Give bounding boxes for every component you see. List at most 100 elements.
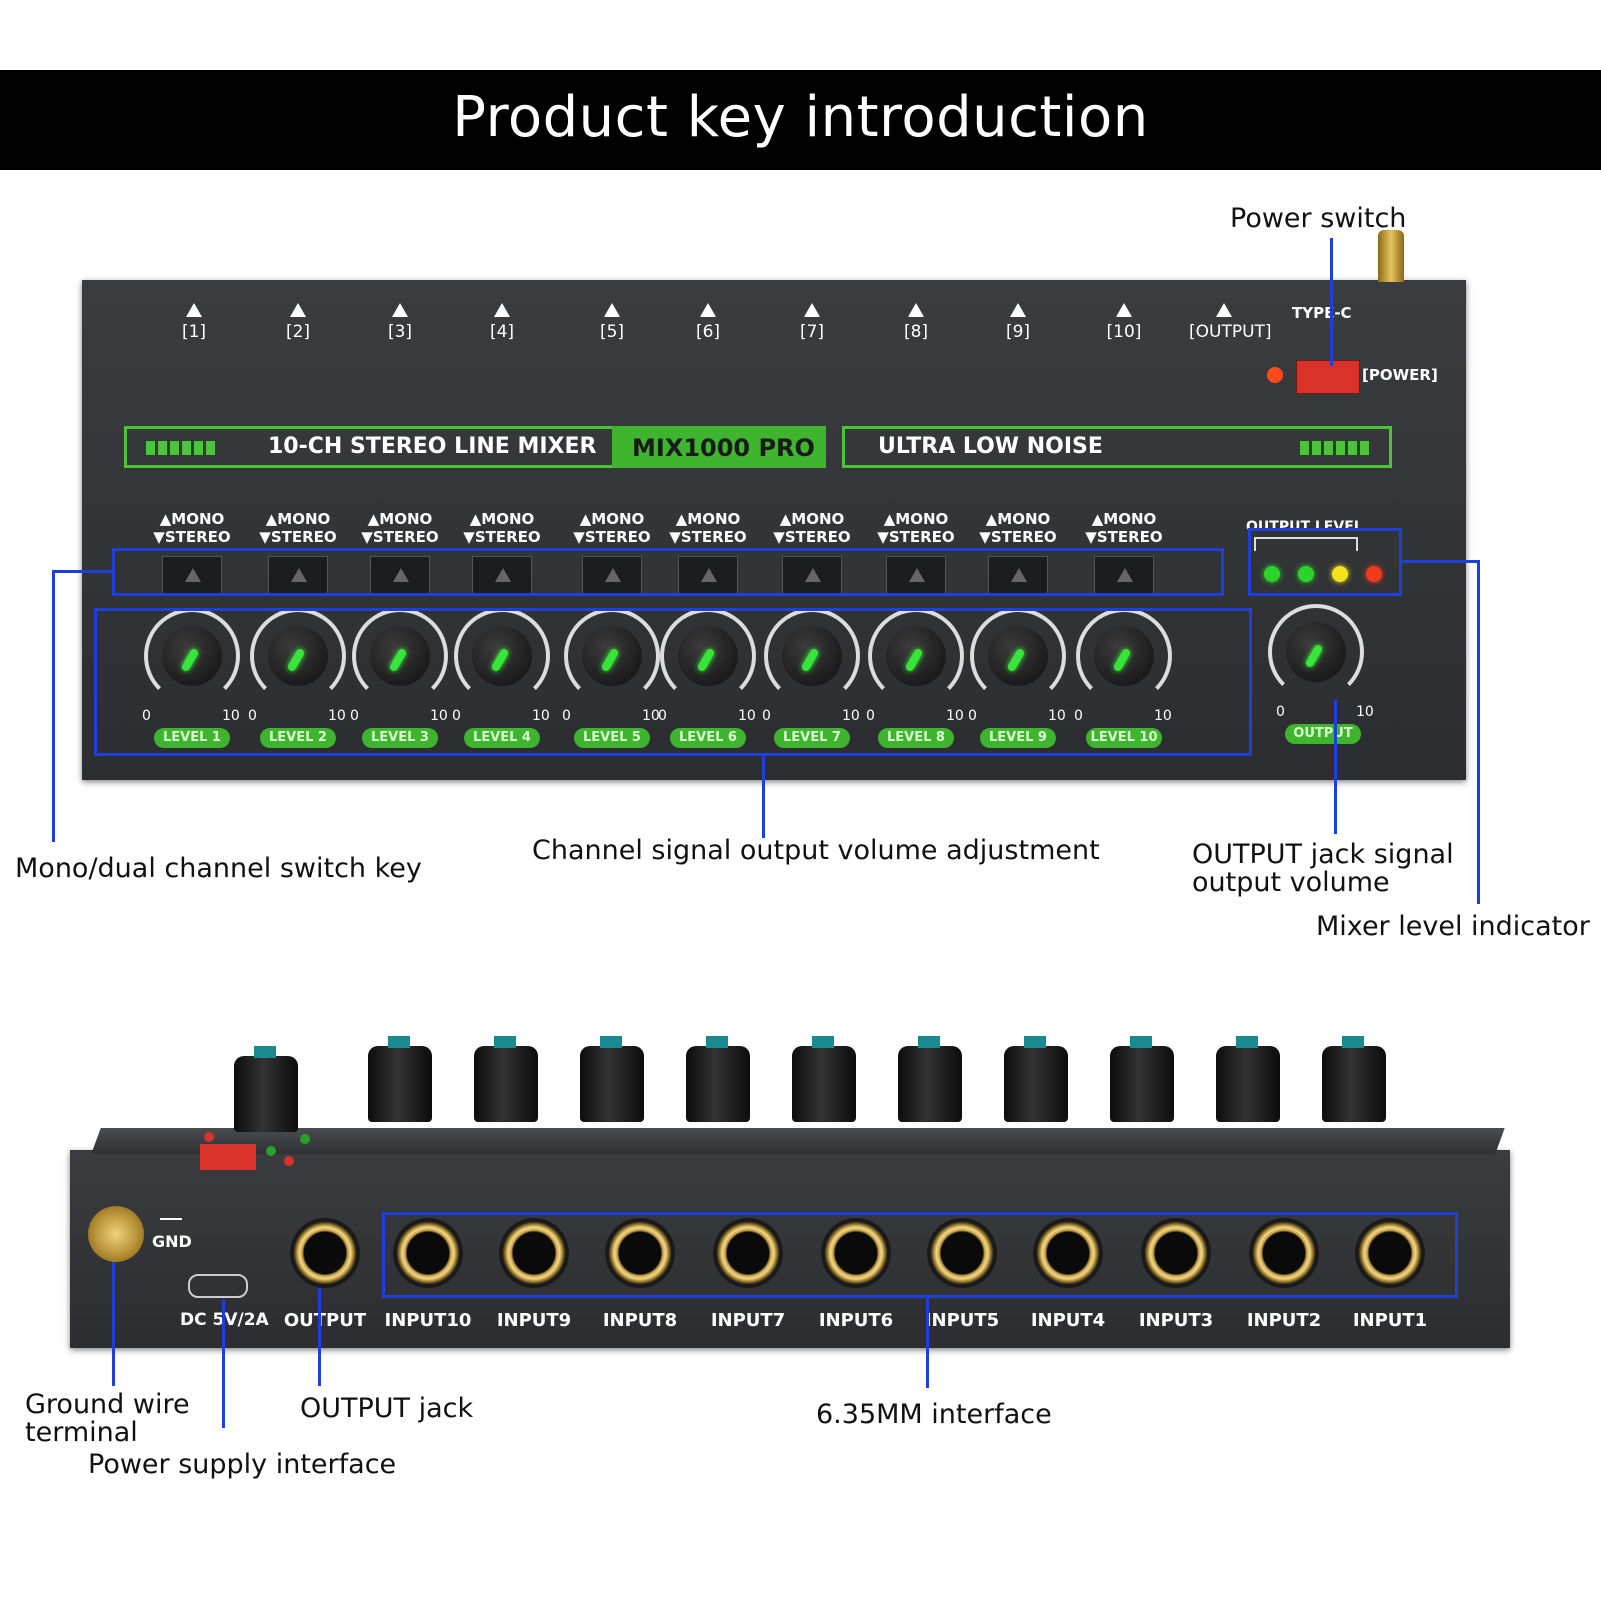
mono-stereo-button[interactable] — [162, 556, 222, 594]
output-jack[interactable] — [290, 1218, 360, 1288]
knob-tip-icon — [918, 1036, 940, 1048]
stereo-label: ▼STEREO — [361, 528, 439, 546]
triangle-icon — [291, 568, 307, 582]
output-volume-knob[interactable] — [1268, 604, 1364, 700]
level-label: LEVEL 5 — [574, 728, 650, 748]
level-label: LEVEL 8 — [878, 728, 954, 748]
up-arrow-icon — [290, 303, 306, 317]
power-label: [POWER] — [1362, 366, 1438, 384]
rear-knob[interactable] — [368, 1036, 432, 1122]
level-label: LEVEL 7 — [774, 728, 850, 748]
triangle-icon — [185, 568, 201, 582]
mono-stereo-button[interactable] — [1094, 556, 1154, 594]
mono-label: ▲MONO — [1091, 510, 1157, 528]
mono-label: ▲MONO — [779, 510, 845, 528]
channel-volume-knob[interactable] — [764, 608, 860, 704]
rear-knob[interactable] — [580, 1036, 644, 1122]
scale-min: 0 — [350, 708, 359, 724]
mixer-name-frame — [124, 426, 613, 468]
leader-interface — [926, 1298, 929, 1388]
rear-knob[interactable] — [686, 1036, 750, 1122]
output-level-led — [1366, 566, 1382, 582]
scale-max: 10 — [1154, 708, 1172, 724]
rear-knob[interactable] — [792, 1036, 856, 1122]
mono-stereo-button[interactable] — [886, 556, 946, 594]
noise-frame — [842, 426, 1392, 468]
mixer-name: 10-CH STEREO LINE MIXER — [268, 434, 597, 459]
scale-max: 10 — [842, 708, 860, 724]
mono-stereo-button[interactable] — [582, 556, 642, 594]
rear-knob[interactable] — [1110, 1036, 1174, 1122]
rear-knob[interactable] — [898, 1036, 962, 1122]
rear-knob[interactable] — [474, 1036, 538, 1122]
input-jack[interactable] — [821, 1218, 891, 1288]
leader-output-volume — [1334, 700, 1337, 834]
scale-min: 0 — [248, 708, 257, 724]
output-level-led — [1332, 566, 1348, 582]
rear-knob[interactable] — [1004, 1036, 1068, 1122]
channel-volume-knob[interactable] — [868, 608, 964, 704]
jack-number: [6] — [695, 322, 721, 342]
usb-c-port[interactable] — [188, 1274, 248, 1298]
input-jack[interactable] — [927, 1218, 997, 1288]
input-jack[interactable] — [393, 1218, 463, 1288]
ground-terminal-icon[interactable] — [88, 1206, 144, 1262]
knob-tip-icon — [1130, 1036, 1152, 1048]
jack-number: [9] — [1005, 322, 1031, 342]
output-jack-label: OUTPUT — [283, 1310, 367, 1331]
rear-knob[interactable] — [1216, 1036, 1280, 1122]
mono-stereo-label: ▲MONO▼STEREO — [350, 510, 450, 546]
scale-min: 0 — [1074, 708, 1083, 724]
input-jack[interactable] — [713, 1218, 783, 1288]
rear-knob[interactable] — [1322, 1036, 1386, 1122]
title-banner — [0, 70, 1601, 170]
meter-bars-right-icon — [1300, 441, 1372, 455]
jack-number: [7] — [799, 322, 825, 342]
jack-indicator: [8] — [881, 302, 951, 342]
mono-stereo-button[interactable] — [782, 556, 842, 594]
jack-indicator: [2] — [263, 302, 333, 342]
input-jack[interactable] — [1249, 1218, 1319, 1288]
input-jack-label: INPUT6 — [818, 1310, 894, 1331]
mono-stereo-button[interactable] — [268, 556, 328, 594]
jack-indicator: [6] — [673, 302, 743, 342]
interface-box — [382, 1212, 1458, 1298]
knob-tip-icon — [1024, 1036, 1046, 1048]
leader-power-switch — [1330, 238, 1333, 366]
output-scale-max: 10 — [1356, 704, 1374, 720]
channel-volume-knob[interactable] — [1076, 608, 1172, 704]
input-jack[interactable] — [499, 1218, 569, 1288]
stereo-label: ▼STEREO — [1085, 528, 1163, 546]
scale-max: 10 — [1048, 708, 1066, 724]
power-switch[interactable] — [1296, 360, 1360, 394]
model-plate — [612, 426, 826, 468]
callout-channel-volume: Channel signal output volume adjustment — [532, 835, 1100, 866]
input-jack[interactable] — [605, 1218, 675, 1288]
mono-stereo-button[interactable] — [370, 556, 430, 594]
input-jack-label: INPUT1 — [1352, 1310, 1428, 1331]
volume-knob-box — [94, 608, 1252, 756]
scale-max: 10 — [738, 708, 756, 724]
rear-led — [284, 1156, 294, 1166]
page-title: Product key introduction — [452, 85, 1149, 150]
input-jack[interactable] — [1355, 1218, 1425, 1288]
meter-bars-left-icon — [146, 441, 218, 455]
rear-power-switch[interactable] — [200, 1144, 256, 1170]
input-jack[interactable] — [1033, 1218, 1103, 1288]
output-knob-label: OUTPUT — [1285, 724, 1361, 744]
knob-tip-icon — [1236, 1036, 1258, 1048]
leader-power-supply — [222, 1300, 225, 1428]
callout-mono-switch: Mono/dual channel switch key — [15, 853, 422, 884]
input-jack-label: INPUT9 — [496, 1310, 572, 1331]
triangle-icon — [701, 568, 717, 582]
gnd-label: GND — [152, 1232, 192, 1251]
input-jack[interactable] — [1141, 1218, 1211, 1288]
ground-symbol-icon — [160, 1200, 182, 1220]
up-arrow-icon — [186, 303, 202, 317]
channel-volume-knob[interactable] — [660, 608, 756, 704]
jack-number: [3] — [387, 322, 413, 342]
channel-volume-knob[interactable] — [564, 608, 660, 704]
rear-knob[interactable] — [234, 1046, 298, 1132]
leader-volume — [762, 754, 765, 838]
stereo-label: ▼STEREO — [463, 528, 541, 546]
